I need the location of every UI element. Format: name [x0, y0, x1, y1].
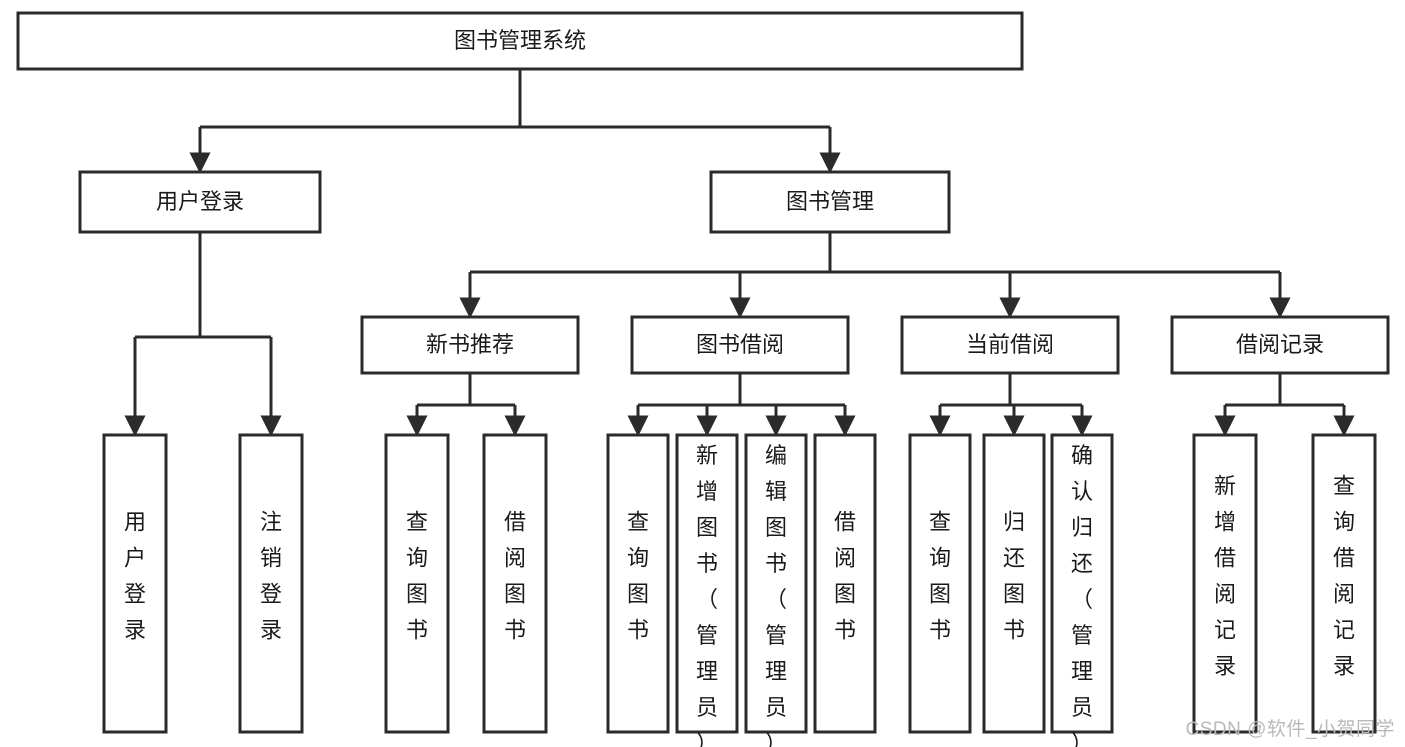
node-box: [630, 315, 850, 375]
watermark-text: CSDN @软件_小贺同学: [1185, 719, 1395, 740]
edge-group-book_borrow: [627, 373, 856, 437]
node-leaf-query-book-b[interactable]: 查询图书: [606, 433, 670, 734]
node-book-borrow[interactable]: 图书借阅: [630, 315, 850, 375]
node-label: 新增图书（管理员）: [696, 443, 718, 747]
node-leaf-edit-book[interactable]: 编辑图书（管理员）: [744, 433, 808, 747]
node-label: 当前借阅: [966, 332, 1054, 357]
node-user-login[interactable]: 用户登录: [78, 170, 322, 234]
node-box: [813, 433, 877, 734]
node-box: [709, 170, 951, 234]
node-box: [744, 433, 808, 734]
node-label: 用户登录: [156, 189, 244, 214]
node-label: 借阅图书: [834, 510, 856, 643]
node-box: [900, 315, 1120, 375]
node-box: [1050, 433, 1114, 734]
node-box: [675, 433, 739, 734]
edge-group-root: [189, 69, 841, 174]
node-box: [102, 433, 168, 734]
edges-layer: [124, 69, 1355, 437]
node-box: [606, 433, 670, 734]
node-label: 用户登录: [124, 510, 146, 643]
node-label: 查询图书: [627, 510, 649, 643]
node-label: 新书推荐: [426, 332, 514, 357]
node-leaf-query-book-a[interactable]: 查询图书: [384, 433, 450, 734]
node-label: 图书管理: [786, 189, 874, 214]
node-box: [1311, 433, 1377, 734]
node-box: [360, 315, 580, 375]
node-box: [982, 433, 1046, 734]
edge-group-book_manage: [459, 232, 1291, 319]
node-leaf-add-record[interactable]: 新增借阅记录: [1192, 433, 1258, 734]
node-new-book-rec[interactable]: 新书推荐: [360, 315, 580, 375]
node-box: [908, 433, 972, 734]
node-label: 查询图书: [929, 510, 951, 643]
node-label: 确认归还（管理员）: [1071, 443, 1093, 747]
node-current-borrow[interactable]: 当前借阅: [900, 315, 1120, 375]
node-leaf-confirm-return[interactable]: 确认归还（管理员）: [1050, 433, 1114, 747]
node-box: [1170, 315, 1390, 375]
node-label: 注销登录: [260, 510, 282, 643]
node-box: [78, 170, 322, 234]
edge-group-user_login: [124, 232, 282, 437]
node-leaf-borrow-book-a[interactable]: 借阅图书: [482, 433, 548, 734]
edge-group-current_borrow: [929, 373, 1093, 437]
node-box: [482, 433, 548, 734]
node-label: 图书借阅: [696, 332, 784, 357]
node-box: [16, 11, 1024, 71]
node-label: 查询图书: [406, 510, 428, 643]
nodes-layer: 图书管理系统用户登录图书管理新书推荐图书借阅当前借阅借阅记录用户登录注销登录查询…: [16, 11, 1390, 747]
node-label: 图书管理系统: [454, 28, 586, 53]
node-label: 归还图书: [1003, 510, 1025, 643]
node-leaf-borrow-book-b[interactable]: 借阅图书: [813, 433, 877, 734]
node-leaf-user-login[interactable]: 用户登录: [102, 433, 168, 734]
node-leaf-return-book[interactable]: 归还图书: [982, 433, 1046, 734]
node-label: 新增借阅记录: [1214, 474, 1236, 679]
node-book-manage[interactable]: 图书管理: [709, 170, 951, 234]
edge-group-new_book_rec: [406, 373, 526, 437]
node-box: [1192, 433, 1258, 734]
node-label: 编辑图书（管理员）: [765, 443, 787, 747]
node-box: [384, 433, 450, 734]
node-leaf-add-book[interactable]: 新增图书（管理员）: [675, 433, 739, 747]
node-borrow-record[interactable]: 借阅记录: [1170, 315, 1390, 375]
node-label: 查询借阅记录: [1333, 474, 1355, 679]
edge-group-borrow_record: [1214, 373, 1355, 437]
node-label: 借阅记录: [1236, 332, 1324, 357]
node-label: 借阅图书: [504, 510, 526, 643]
node-box: [238, 433, 304, 734]
node-leaf-query-record[interactable]: 查询借阅记录: [1311, 433, 1377, 734]
node-root[interactable]: 图书管理系统: [16, 11, 1024, 71]
node-leaf-logout[interactable]: 注销登录: [238, 433, 304, 734]
node-leaf-query-book-c[interactable]: 查询图书: [908, 433, 972, 734]
